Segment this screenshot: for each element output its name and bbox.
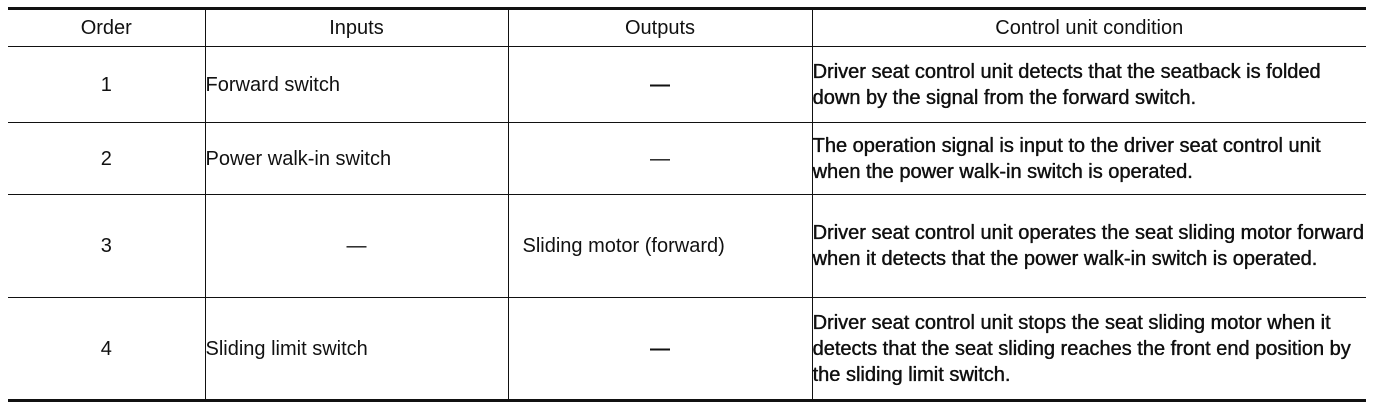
- order-cell: 3: [8, 194, 206, 298]
- outputs-cell: —: [507, 297, 813, 402]
- table-row: 1 Forward switch — Driver seat control u…: [8, 46, 1366, 123]
- order-cell: 4: [8, 297, 206, 402]
- order-cell: 1: [8, 46, 206, 123]
- order-cell: 2: [8, 122, 206, 195]
- inputs-cell: Power walk-in switch: [204, 122, 509, 195]
- inputs-cell: Forward switch: [204, 46, 509, 123]
- outputs-cell: —: [507, 46, 813, 123]
- table-header-row: Order Inputs Outputs Control unit condit…: [8, 7, 1366, 47]
- condition-cell: The operation signal is input to the dri…: [811, 122, 1366, 195]
- outputs-cell: —: [507, 122, 813, 195]
- inputs-cell: —: [204, 194, 509, 298]
- condition-cell: Driver seat control unit detects that th…: [811, 46, 1366, 123]
- table-row: 4 Sliding limit switch — Driver seat con…: [8, 297, 1366, 402]
- condition-cell: Driver seat control unit operates the se…: [811, 194, 1366, 298]
- inputs-cell: Sliding limit switch: [204, 297, 509, 402]
- table-row: 3 — Sliding motor (forward) Driver seat …: [8, 194, 1366, 298]
- table-row: 2 Power walk-in switch — The operation s…: [8, 122, 1366, 195]
- header-order: Order: [8, 7, 206, 47]
- control-sequence-table: Order Inputs Outputs Control unit condit…: [8, 7, 1366, 402]
- header-outputs: Outputs: [507, 7, 813, 47]
- outputs-cell: Sliding motor (forward): [507, 194, 813, 298]
- header-inputs: Inputs: [204, 7, 509, 47]
- header-control-unit-condition: Control unit condition: [811, 7, 1366, 47]
- condition-cell: Driver seat control unit stops the seat …: [811, 297, 1366, 402]
